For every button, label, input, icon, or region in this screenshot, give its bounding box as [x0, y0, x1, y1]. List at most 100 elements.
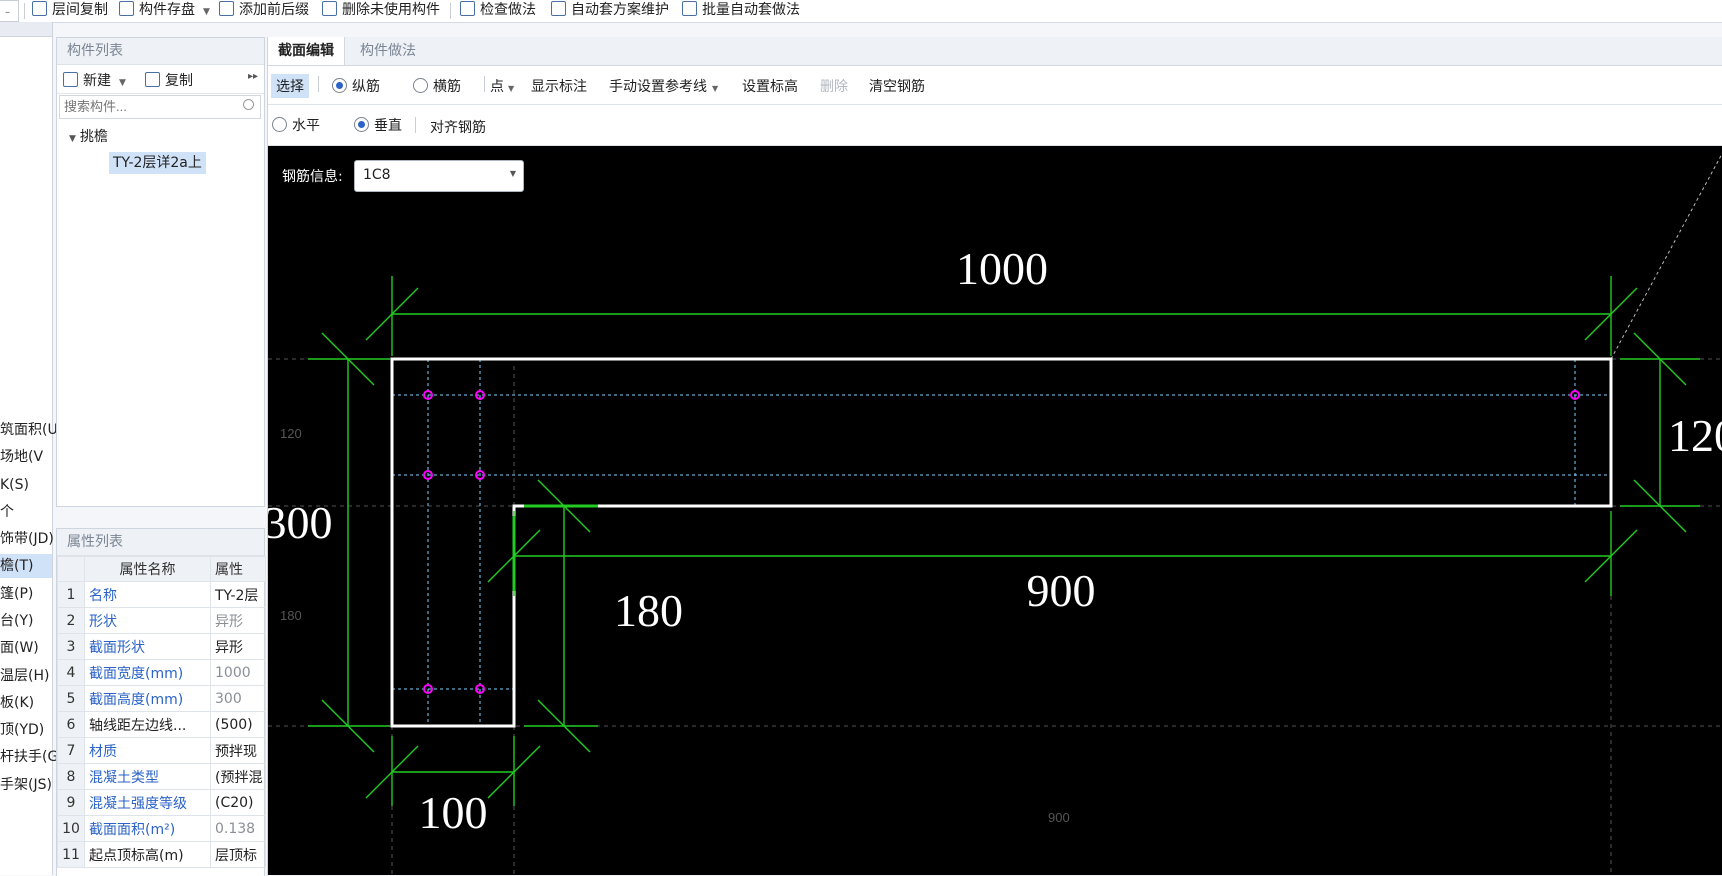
faint-label-900: 900: [1048, 810, 1070, 825]
add-prefix-button[interactable]: 添加前后缀: [219, 0, 309, 22]
tree-group[interactable]: ▼挑檐: [69, 126, 108, 146]
section-editor: 截面编辑 构件做法 选择 纵筋 横筋 点▼ 显示标注 手动设置参考线▼ 设置标高…: [267, 37, 1722, 875]
rebar-guides: [392, 359, 1611, 726]
more-arrows-icon[interactable]: ▸▸: [248, 71, 259, 82]
check-method-icon: [460, 1, 475, 16]
tree-item[interactable]: 台(Y): [0, 609, 33, 633]
tree-item[interactable]: 筑面积(U: [0, 418, 58, 442]
property-value[interactable]: (C20): [210, 789, 266, 816]
row-number: 11: [57, 841, 85, 868]
chevron-down-icon: ▼: [203, 7, 210, 17]
check-method-button[interactable]: 检查做法: [460, 0, 536, 22]
dropdown-stub[interactable]: –: [0, 0, 19, 22]
select-button[interactable]: 选择: [271, 74, 309, 98]
batch-auto-icon: [682, 1, 697, 16]
property-name: 截面高度(mm): [84, 685, 211, 712]
drawing-canvas[interactable]: 钢筋信息: 1C8 ▼: [268, 146, 1722, 875]
tree-item[interactable]: 温层(H): [0, 664, 49, 688]
copy-component-label: 复制: [165, 73, 193, 89]
delete-unused-button[interactable]: 删除未使用构件: [322, 0, 440, 22]
rebar-point: [475, 684, 485, 694]
floor-copy-icon: [32, 1, 47, 16]
tree-item[interactable]: 场地(V: [0, 445, 43, 469]
clear-rebar-button[interactable]: 清空钢筋: [869, 79, 925, 95]
editor-toolbar-secondary: 水平 垂直 对齐钢筋: [268, 105, 1722, 146]
radio-horizontal[interactable]: 水平: [272, 115, 320, 135]
component-list-title: 构件列表: [57, 38, 264, 65]
toolbar-divider: [450, 3, 451, 19]
search-input[interactable]: [60, 96, 234, 116]
collapse-triangle-icon[interactable]: ▼: [69, 134, 76, 144]
show-annotation-button[interactable]: 显示标注: [531, 79, 587, 95]
property-value[interactable]: 异形: [210, 633, 266, 660]
tree-item[interactable]: 杆扶手(G: [0, 745, 58, 769]
tree-item[interactable]: 面(W): [0, 636, 39, 660]
property-name: 截面宽度(mm): [84, 659, 211, 686]
editor-toolbar-primary: 选择 纵筋 横筋 点▼ 显示标注 手动设置参考线▼ 设置标高 删除 清空钢筋: [268, 66, 1722, 105]
table-header: 属性名称: [84, 556, 211, 582]
floor-copy-button[interactable]: 层间复制: [32, 0, 108, 22]
align-rebar-button[interactable]: 对齐钢筋: [430, 120, 486, 136]
component-search[interactable]: [59, 95, 261, 119]
tab-component-method[interactable]: 构件做法: [360, 43, 416, 59]
add-prefix-label: 添加前后缀: [239, 2, 309, 18]
copy-component-button[interactable]: 复制: [145, 70, 193, 90]
property-value[interactable]: 1000: [210, 659, 266, 686]
auto-scheme-icon: [551, 1, 566, 16]
radio-transverse[interactable]: 横筋: [413, 76, 461, 96]
batch-auto-button[interactable]: 批量自动套做法: [682, 0, 800, 22]
property-value[interactable]: 预拌现: [210, 737, 266, 764]
tree-item[interactable]: 个: [0, 500, 14, 524]
tree-item[interactable]: 板(K): [0, 691, 34, 715]
tree-item-label: 檐(T): [0, 558, 34, 574]
delete-unused-icon: [322, 1, 337, 16]
tree-item-selected[interactable]: 檐(T): [0, 554, 52, 578]
rebar-info-select[interactable]: 1C8 ▼: [354, 160, 524, 192]
tree-item[interactable]: K(S): [0, 473, 29, 497]
radio-vertical[interactable]: 垂直: [354, 115, 402, 135]
property-value[interactable]: TY-2层: [210, 581, 266, 608]
tree-group-label: 挑檐: [79, 129, 108, 145]
delete-button[interactable]: 删除: [820, 79, 848, 95]
set-elevation-button[interactable]: 设置标高: [742, 79, 798, 95]
property-value[interactable]: (预拌混: [210, 763, 266, 790]
rebar-points: [423, 390, 1580, 694]
auto-scheme-button[interactable]: 自动套方案维护: [551, 0, 669, 22]
point-dropdown[interactable]: 点▼: [490, 76, 514, 96]
tree-item[interactable]: 手架(JS): [0, 773, 52, 797]
property-value[interactable]: 300: [210, 685, 266, 712]
tree-item[interactable]: 顶(YD): [0, 718, 44, 742]
batch-auto-label: 批量自动套做法: [702, 2, 800, 18]
row-number: 8: [57, 763, 85, 790]
search-icon[interactable]: [243, 99, 254, 110]
new-component-button[interactable]: 新建▼: [63, 70, 126, 90]
tree-item-label: K(S): [0, 477, 29, 493]
property-value[interactable]: 异形: [210, 607, 266, 634]
manual-ref-line-button[interactable]: 手动设置参考线▼: [609, 76, 718, 96]
property-value[interactable]: 层顶标: [210, 841, 266, 868]
section-drawing: 1000 300 120 180 900 100 120 180 900: [268, 152, 1722, 875]
tab-section-edit[interactable]: 截面编辑: [268, 37, 345, 65]
tree-item[interactable]: 饰带(JD): [0, 527, 54, 551]
radio-longitudinal[interactable]: 纵筋: [332, 76, 380, 96]
property-value[interactable]: (500): [210, 711, 266, 738]
top-toolbar: – 层间复制 构件存盘▼ 添加前后缀 删除未使用构件 检查做法 自动套方案维护 …: [0, 0, 1722, 23]
row-number: 7: [57, 737, 85, 764]
property-name: 起点顶标高(m): [84, 841, 211, 868]
component-item-selected[interactable]: TY-2层详2a上: [109, 152, 206, 174]
tree-item-label: 板(K): [0, 695, 35, 711]
save-component-button[interactable]: 构件存盘▼: [119, 0, 210, 22]
tree-item[interactable]: 篷(P): [0, 582, 33, 606]
property-value[interactable]: 0.138: [210, 815, 266, 842]
